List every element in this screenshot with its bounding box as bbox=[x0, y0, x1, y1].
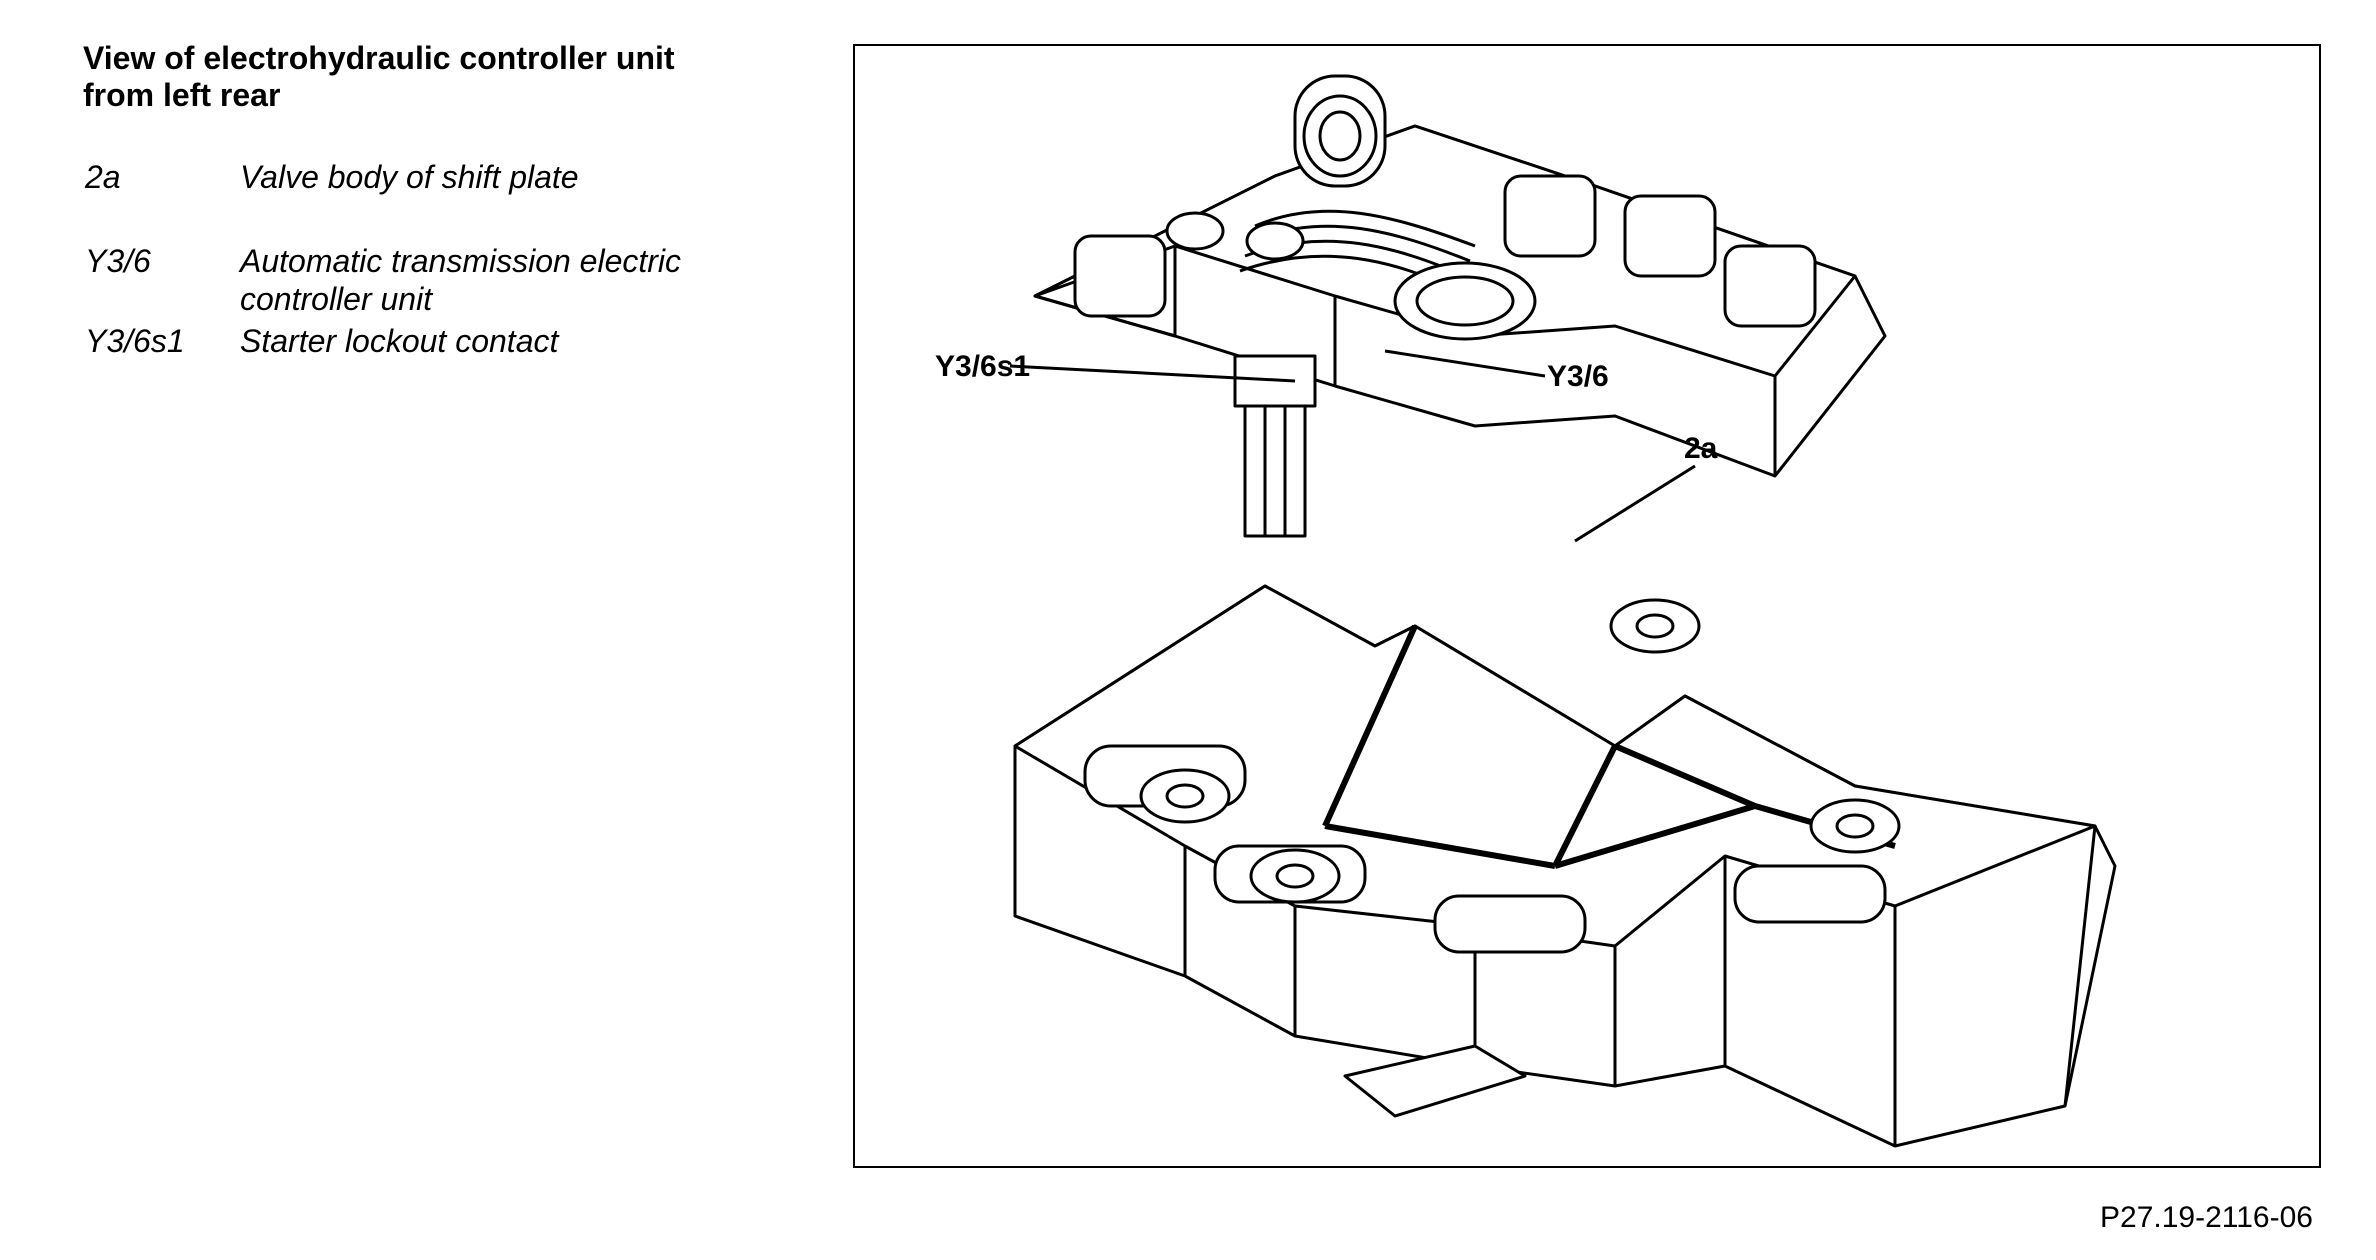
legend-desc-line-1: Automatic transmission electric bbox=[240, 243, 682, 279]
diagram-title: View of electrohydraulic controller unit… bbox=[83, 40, 803, 114]
illustration-frame: Y3/6s1 Y3/6 2a bbox=[853, 44, 2321, 1168]
figure-id: P27.19-2116-06 bbox=[2100, 1201, 2313, 1234]
controller-unit-drawing bbox=[1033, 74, 1887, 538]
legend-desc: Automatic transmission electric controll… bbox=[240, 242, 740, 318]
legend-code: 2a bbox=[85, 159, 121, 195]
title-line-2: from left rear bbox=[83, 77, 281, 113]
title-line-1: View of electrohydraulic controller unit bbox=[83, 40, 675, 76]
leader-line-y36s1 bbox=[1009, 364, 1296, 383]
callout-y36s1: Y3/6s1 bbox=[935, 350, 1031, 383]
callout-2a: 2a bbox=[1684, 432, 1718, 465]
legend-desc: Valve body of shift plate bbox=[240, 159, 579, 195]
legend-code: Y3/6s1 bbox=[85, 323, 185, 359]
legend-code: Y3/6 bbox=[85, 243, 151, 279]
legend-desc: Starter lockout contact bbox=[240, 323, 559, 359]
legend-desc-line-2: controller unit bbox=[240, 281, 433, 317]
callout-y36: Y3/6 bbox=[1547, 360, 1609, 393]
leader-line-2a bbox=[1574, 464, 1696, 543]
controller-unit-illustration bbox=[1009, 74, 2117, 1148]
leader-line-y36 bbox=[1384, 349, 1546, 378]
valve-body-drawing bbox=[1013, 584, 2117, 1148]
